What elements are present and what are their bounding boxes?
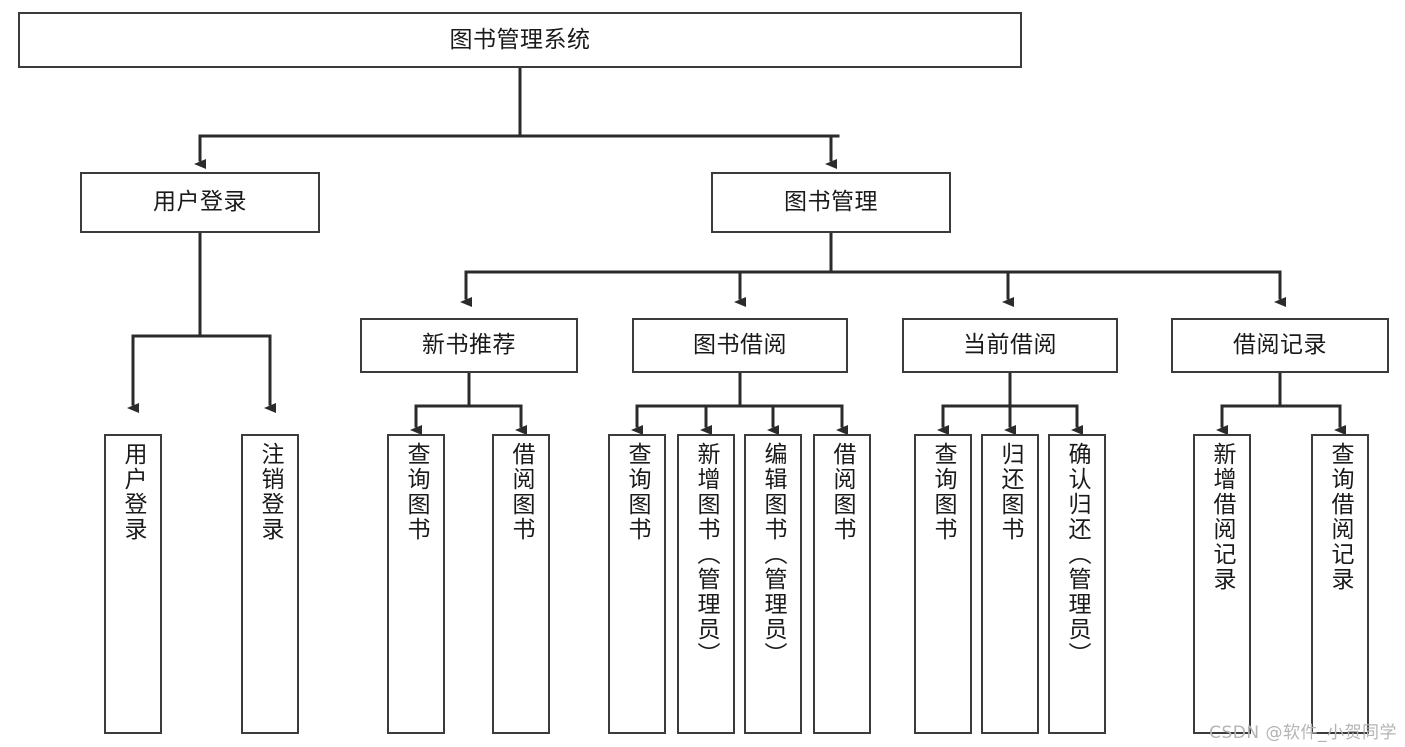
node-leaf-borrow-book-label: 借阅图书 [829, 442, 856, 542]
node-root[interactable]: 图书管理系统 [18, 12, 1022, 68]
node-leaf-query-borrow-record[interactable]: 查询借阅记录 [1311, 434, 1369, 734]
node-user-login[interactable]: 用户登录 [80, 172, 320, 233]
node-book-manage[interactable]: 图书管理 [711, 172, 951, 233]
node-leaf-add-borrow-record-label: 新增借阅记录 [1209, 442, 1236, 592]
node-leaf-user-logout-label: 注销登录 [257, 442, 284, 542]
node-new-book-recommend[interactable]: 新书推荐 [360, 318, 578, 373]
node-leaf-query-book-borrow-label: 查询图书 [624, 442, 651, 542]
node-leaf-query-book-rec[interactable]: 查询图书 [387, 434, 445, 734]
node-leaf-query-borrow-record-label: 查询借阅记录 [1327, 442, 1354, 592]
node-leaf-user-login-label: 用户登录 [120, 442, 147, 542]
node-leaf-edit-book-admin[interactable]: 编辑图书（管理员） [744, 434, 802, 734]
node-leaf-edit-book-admin-label: 编辑图书（管理员） [760, 442, 787, 667]
node-user-login-label: 用户登录 [153, 189, 247, 215]
node-leaf-query-book-borrow[interactable]: 查询图书 [608, 434, 666, 734]
node-leaf-add-borrow-record[interactable]: 新增借阅记录 [1193, 434, 1251, 734]
csdn-watermark: CSDN @软件_小贺同学 [1209, 723, 1397, 743]
node-leaf-return-book[interactable]: 归还图书 [981, 434, 1039, 734]
node-leaf-query-book-current[interactable]: 查询图书 [914, 434, 972, 734]
node-leaf-user-logout[interactable]: 注销登录 [241, 434, 299, 734]
node-leaf-user-login[interactable]: 用户登录 [104, 434, 162, 734]
node-leaf-add-book-admin-label: 新增图书（管理员） [693, 442, 720, 667]
node-new-book-recommend-label: 新书推荐 [422, 332, 516, 358]
node-current-borrow-label: 当前借阅 [963, 332, 1057, 358]
node-book-manage-label: 图书管理 [784, 189, 878, 215]
node-book-borrow-label: 图书借阅 [693, 332, 787, 358]
node-borrow-record-label: 借阅记录 [1233, 332, 1327, 358]
node-leaf-query-book-rec-label: 查询图书 [403, 442, 430, 542]
node-leaf-borrow-book[interactable]: 借阅图书 [813, 434, 871, 734]
node-root-label: 图书管理系统 [449, 26, 591, 53]
node-leaf-confirm-return-admin-label: 确认归还（管理员） [1064, 442, 1091, 667]
node-leaf-query-book-current-label: 查询图书 [930, 442, 957, 542]
node-leaf-borrow-book-rec-label: 借阅图书 [508, 442, 535, 542]
node-leaf-borrow-book-rec[interactable]: 借阅图书 [492, 434, 550, 734]
node-leaf-add-book-admin[interactable]: 新增图书（管理员） [677, 434, 735, 734]
node-leaf-confirm-return-admin[interactable]: 确认归还（管理员） [1048, 434, 1106, 734]
node-borrow-record[interactable]: 借阅记录 [1171, 318, 1389, 373]
node-leaf-return-book-label: 归还图书 [997, 442, 1024, 542]
node-book-borrow[interactable]: 图书借阅 [632, 318, 848, 373]
node-current-borrow[interactable]: 当前借阅 [902, 318, 1118, 373]
